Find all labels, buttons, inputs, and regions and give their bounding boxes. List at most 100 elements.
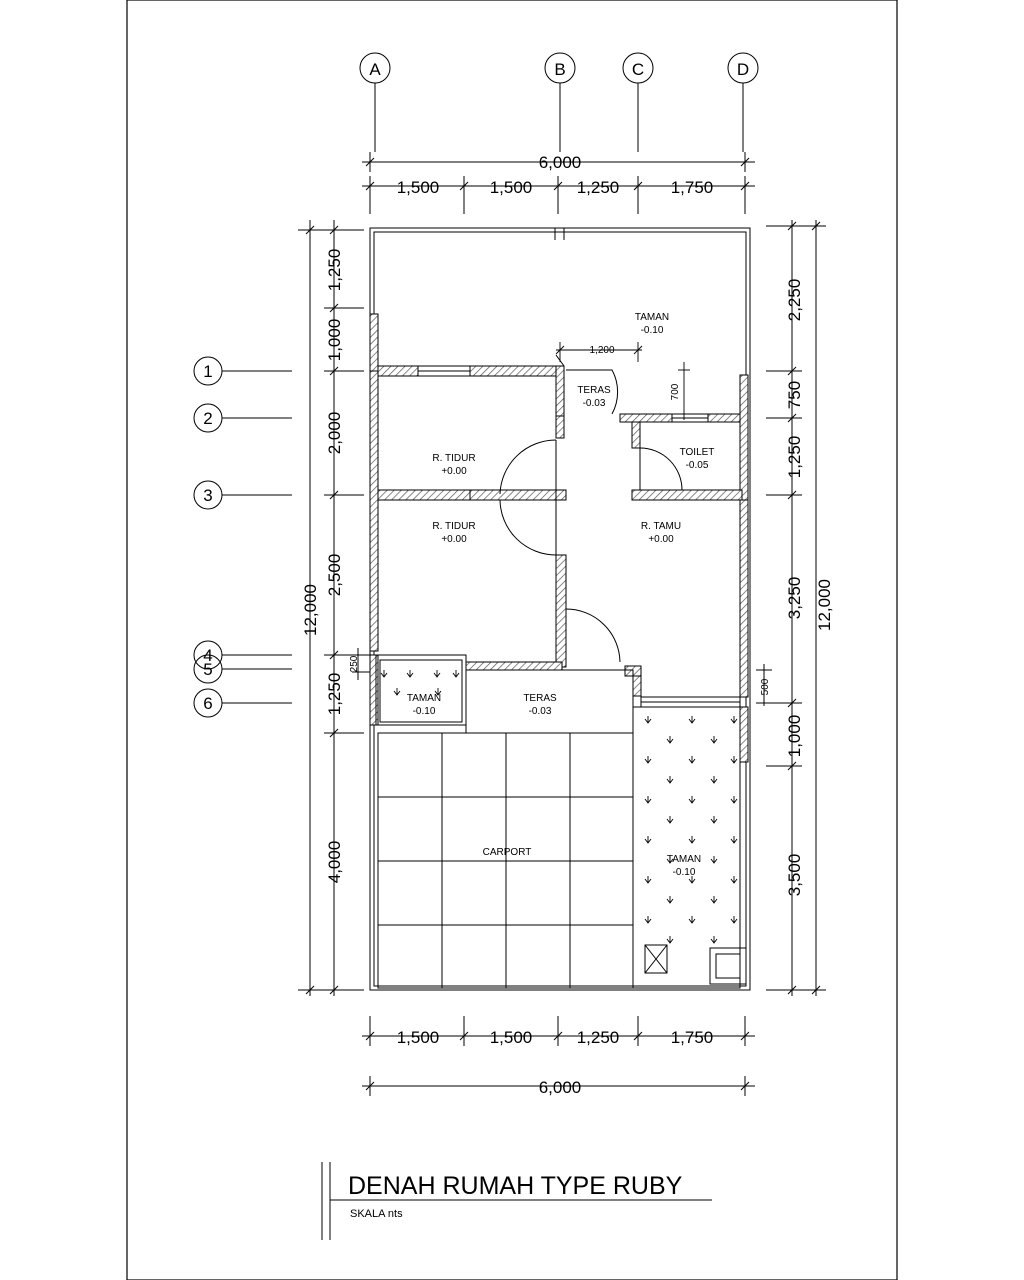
right-dimension-3: 1,250 (785, 436, 804, 479)
plant-symbol (666, 815, 674, 824)
plant-symbol (710, 735, 718, 744)
plant-symbol (730, 915, 738, 924)
side-garden-plants (644, 715, 738, 944)
axis-label-a: A (369, 60, 381, 79)
left-small-dimension: 250 (349, 655, 360, 672)
plant-symbol (710, 815, 718, 824)
axis-label-6: 6 (203, 694, 212, 713)
teras-depth-dimension: 700 (670, 383, 681, 400)
room-taman-back-level: -0.10 (641, 325, 664, 336)
plant-symbol (730, 755, 738, 764)
right-dimension-6: 3,500 (785, 854, 804, 897)
room-taman-side-level: -0.10 (673, 867, 696, 878)
room-taman-back-name: TAMAN (635, 312, 669, 323)
axis-label-b: B (554, 60, 565, 79)
top-dimension-1: 1,500 (397, 178, 440, 197)
left-dimension-1: 1,250 (325, 249, 344, 292)
plant-symbol (666, 775, 674, 784)
left-dimension-6: 4,000 (325, 841, 344, 884)
plant-symbol (688, 795, 696, 804)
doors (499, 354, 683, 663)
side-garden-outline (632, 706, 747, 989)
plant-symbol (644, 755, 652, 764)
plant-symbol (730, 835, 738, 844)
room-tamu-name: R. TAMU (641, 521, 681, 532)
axis-label-4: 4 (203, 646, 212, 665)
plant-symbol (730, 715, 738, 724)
right-dimension-5: 1,000 (785, 715, 804, 758)
plant-symbol (710, 855, 718, 864)
plant-symbol (688, 835, 696, 844)
sheet-border (126, 0, 898, 1280)
top-dimension-lines (362, 152, 755, 214)
bottom-dimension-3: 1,250 (577, 1028, 620, 1047)
page-title: DENAH RUMAH TYPE RUBY (348, 1172, 683, 1200)
top-dimension-2: 1,500 (490, 178, 533, 197)
plant-symbol (730, 875, 738, 884)
room-tidur-1-level: +0.00 (441, 466, 467, 477)
front-left-plants (380, 669, 460, 696)
room-tamu-level: +0.00 (648, 534, 674, 545)
room-teras-front-name: TERAS (523, 693, 557, 704)
axis-label-3: 3 (203, 486, 212, 505)
plant-symbol (644, 915, 652, 924)
room-toilet-name: TOILET (680, 447, 715, 458)
left-total-dimension: 12,000 (301, 584, 320, 636)
plant-symbol (666, 895, 674, 904)
axis-label-c: C (632, 60, 644, 79)
room-taman-side-name: TAMAN (667, 854, 701, 865)
plant-symbol (688, 715, 696, 724)
bottom-total-dimension: 6,000 (539, 1078, 582, 1097)
right-dimension-lines (756, 220, 826, 996)
room-teras-back-name: TERAS (577, 385, 611, 396)
column-axes (359, 52, 759, 152)
axis-label-d: D (737, 60, 749, 79)
plant-symbol (730, 795, 738, 804)
teras-dimension-lines (555, 342, 690, 420)
top-dimension-3: 1,250 (577, 178, 620, 197)
right-small-dimension: 500 (760, 678, 771, 695)
page-subtitle: SKALA nts (350, 1208, 403, 1220)
plant-symbol (666, 935, 674, 944)
bottom-dimension-1: 1,500 (397, 1028, 440, 1047)
title-block-lines (321, 1162, 712, 1240)
carport-grid (377, 732, 634, 989)
bottom-dimension-lines (362, 1016, 755, 1096)
plant-symbol (644, 795, 652, 804)
room-teras-back-level: -0.03 (583, 398, 606, 409)
right-dimension-2: 750 (785, 381, 804, 409)
axis-label-2: 2 (203, 409, 212, 428)
room-toilet-level: -0.05 (686, 460, 709, 471)
plant-symbol (688, 915, 696, 924)
row-axes (193, 356, 292, 718)
left-dimension-4: 2,500 (325, 554, 344, 597)
top-total-dimension: 6,000 (539, 153, 582, 172)
windows (417, 365, 741, 708)
top-dimension-4: 1,750 (671, 178, 714, 197)
right-dimension-1: 2,250 (785, 279, 804, 322)
plant-symbol (688, 755, 696, 764)
left-dimension-lines (298, 220, 374, 996)
axis-label-1: 1 (203, 362, 212, 381)
left-dimension-5: 1,250 (325, 673, 344, 716)
plant-symbol (644, 875, 652, 884)
teras-width-dimension: 1,200 (589, 345, 614, 356)
plant-symbol (710, 895, 718, 904)
plant-symbol (644, 835, 652, 844)
axis-label-5: 5 (203, 660, 212, 679)
room-tidur-2-level: +0.00 (441, 534, 467, 545)
room-taman-front-left-name: TAMAN (407, 693, 441, 704)
room-tidur-2-name: R. TIDUR (432, 521, 475, 532)
plant-symbol (644, 715, 652, 724)
left-dimension-3: 2,000 (325, 412, 344, 455)
right-dimension-4: 3,250 (785, 577, 804, 620)
room-carport-name: CARPORT (483, 847, 532, 858)
plant-symbol (666, 735, 674, 744)
bottom-dimension-2: 1,500 (490, 1028, 533, 1047)
plant-symbol (710, 775, 718, 784)
right-total-dimension: 12,000 (815, 579, 834, 631)
plant-symbol (710, 935, 718, 944)
left-dimension-2: 1,000 (325, 319, 344, 362)
room-taman-front-left-level: -0.10 (413, 706, 436, 717)
